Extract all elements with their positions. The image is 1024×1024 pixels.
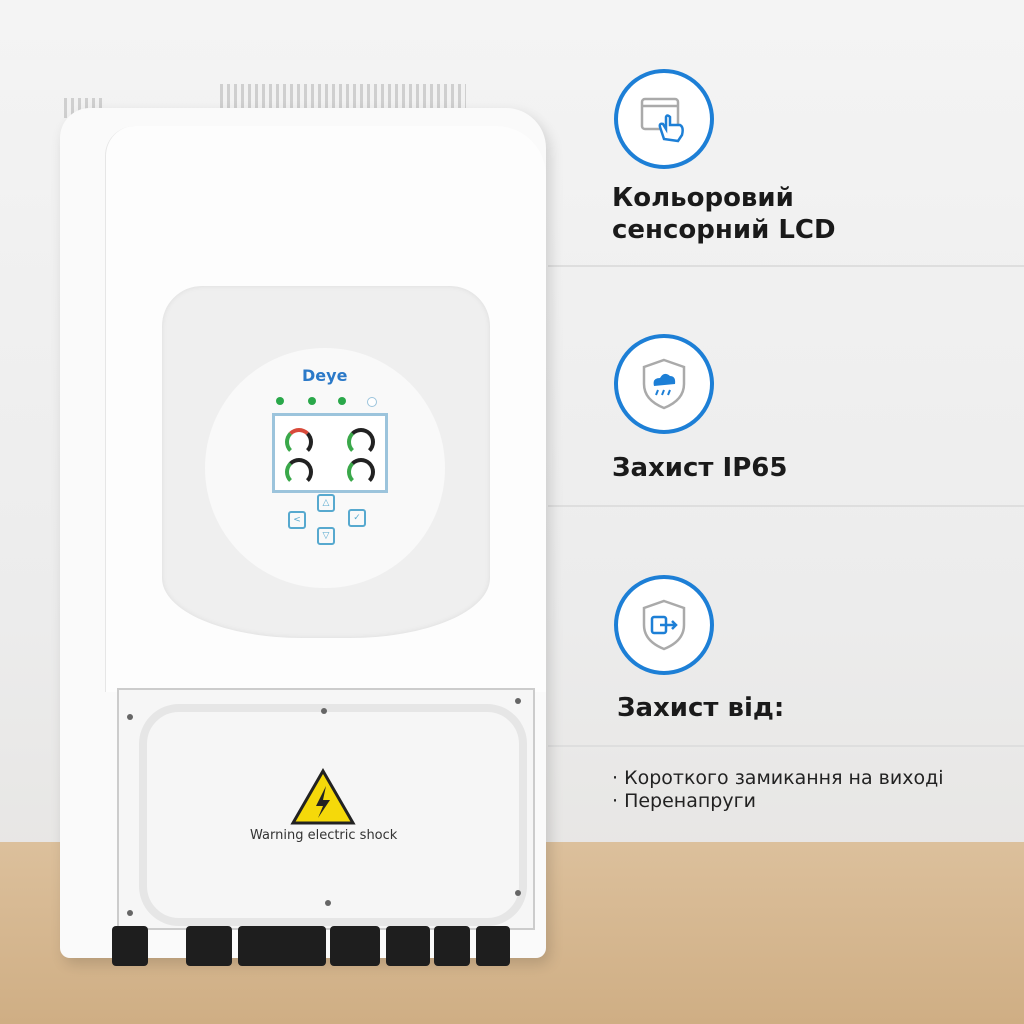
lcd-screen[interactable] [272,413,388,493]
connector [476,926,510,966]
heatsink [220,84,466,112]
feature-title-line: сенсорний LCD [612,215,836,245]
connector [112,926,148,966]
connector [238,926,326,966]
gauge-icon [285,458,313,486]
connector [186,926,232,966]
warning-triangle-icon [290,768,356,825]
led-indicator [276,397,284,405]
feature-title: Захист від: [617,693,785,723]
screw [515,698,521,704]
divider [548,745,1024,747]
divider [548,505,1024,507]
screw [515,890,521,896]
connector [330,926,380,966]
connector [434,926,470,966]
led-indicator [367,397,377,407]
up-button[interactable]: △ [317,494,335,512]
gauge-icon [347,458,375,486]
feature-title: Захист IP65 [612,453,788,483]
warning-label: Warning electric shock [250,828,398,843]
screw [127,910,133,916]
divider [548,265,1024,267]
cover-seal [139,704,527,926]
protection-shield-icon [614,575,714,675]
feature-title-line: Кольоровий [612,183,794,213]
back-button[interactable]: < [288,511,306,529]
feature-bullet: · Перенапруги [612,790,756,812]
down-button[interactable]: ▽ [317,527,335,545]
screw [321,708,327,714]
weather-shield-icon [614,334,714,434]
connector [386,926,430,966]
enter-button[interactable]: ✓ [348,509,366,527]
screw [325,900,331,906]
screw [127,714,133,720]
led-indicator [308,397,316,405]
gauge-icon [347,428,375,456]
touch-screen-icon [614,69,714,169]
brand-logo: Deye [302,366,348,385]
feature-bullet: · Короткого замикання на виході [612,767,944,789]
gauge-icon [285,428,313,456]
led-indicator [338,397,346,405]
